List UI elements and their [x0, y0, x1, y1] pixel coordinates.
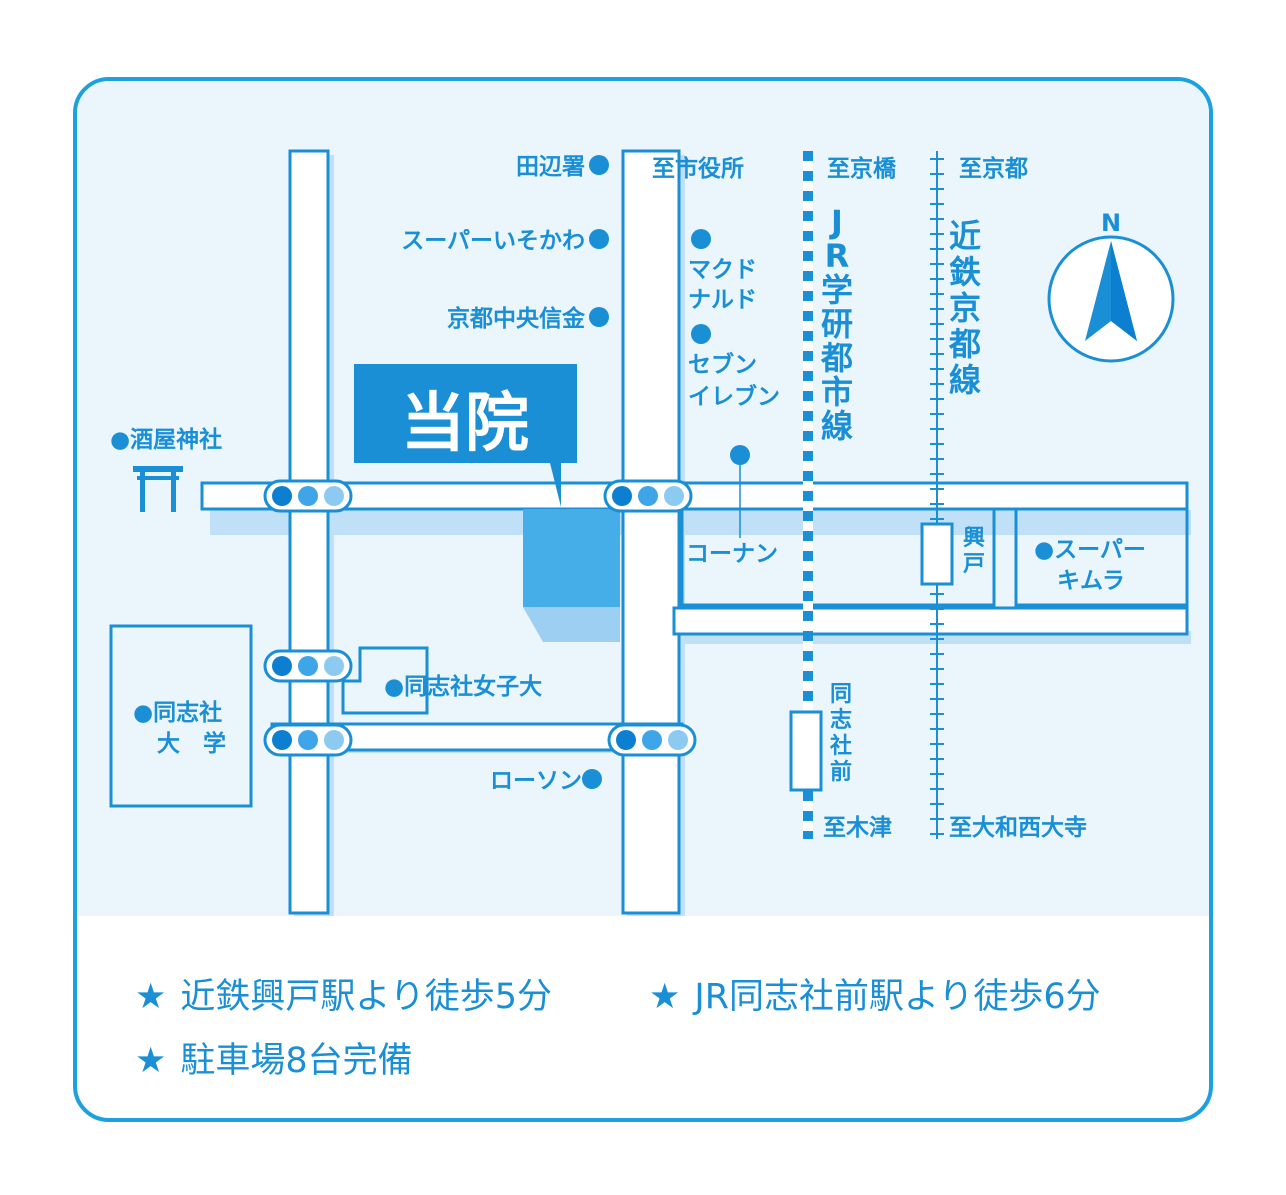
signal-west-main	[263, 479, 353, 513]
kodo-station-char: 戸	[963, 552, 985, 577]
kintetsu-line-char: 線	[949, 361, 981, 399]
label-doshisha-women: ●同志社女子大	[384, 673, 542, 700]
label-to-kizu: 至木津	[823, 814, 892, 841]
block-konan	[680, 507, 996, 607]
clinic-label: 当院	[401, 387, 529, 461]
access-line-2: ★ 駐車場8台完備	[135, 1032, 413, 1083]
kodo-station-name: 興戸	[963, 526, 985, 577]
compass-north: N	[1101, 209, 1121, 237]
block-doshisha	[109, 624, 253, 808]
map-area: 当院	[77, 81, 1209, 916]
road-east	[621, 149, 681, 915]
jr-line-char: 学	[821, 271, 853, 309]
access-line-1: ★ 近鉄興戸駅より徒歩5分	[135, 968, 552, 1019]
doshishamae-station-char: 同	[830, 682, 852, 707]
kintetsu-line-char: 近	[949, 217, 981, 255]
jr-line-char: R	[825, 237, 850, 275]
label-to-kyoto: 至京都	[959, 155, 1028, 182]
doshishamae-station	[789, 710, 823, 792]
map-frame: 当院	[73, 77, 1213, 1122]
access-info: ★ 近鉄興戸駅より徒歩5分 ★ JR同志社前駅より徒歩6分 ★ 駐車場8台完備	[77, 916, 1209, 1118]
signal-east-main	[603, 479, 693, 513]
doshishamae-station-char: 社	[830, 733, 852, 759]
label-to-yamato-saidaiji: 至大和西大寺	[949, 815, 1087, 841]
access-parking: 駐車場8台完備	[180, 1041, 413, 1081]
block-kimura	[1014, 507, 1189, 607]
label-to-kyobashi: 至京橋	[827, 155, 897, 182]
jr-line-char: 線	[821, 407, 853, 445]
road-main	[200, 481, 1189, 511]
signal-west-south	[263, 723, 353, 757]
kintetsu-line	[930, 151, 944, 839]
place-dots	[582, 155, 750, 789]
star-icon: ★	[649, 977, 681, 1017]
label-konan: コーナン	[686, 541, 778, 567]
star-icon: ★	[135, 1041, 167, 1081]
clinic-building-shade	[523, 607, 620, 642]
compass-icon	[1047, 235, 1175, 363]
access-line-1b: ★ JR同志社前駅より徒歩6分	[649, 968, 1101, 1019]
label-seven-2: イレブン	[688, 383, 780, 410]
label-doshisha-univ-1: ●同志社	[133, 699, 222, 726]
torii-icon	[133, 466, 183, 512]
label-sakaya-shrine: ●酒屋神社	[110, 426, 222, 453]
jr-line-char: 市	[821, 373, 853, 411]
kodo-station-char: 興	[963, 526, 985, 551]
star-icon: ★	[135, 977, 167, 1017]
kintetsu-line-char: 鉄	[949, 253, 981, 291]
label-mcdonalds-1: マクド	[688, 257, 757, 283]
label-to-city-hall: 至市役所	[652, 155, 744, 182]
doshishamae-station-char: 志	[830, 708, 852, 733]
jr-line-char: J	[829, 203, 843, 241]
block-women-univ	[341, 646, 429, 715]
signal-east-south	[607, 723, 697, 757]
kintetsu-line-char: 都	[948, 325, 981, 363]
access-map: 当院	[109, 149, 1191, 916]
blocks	[109, 507, 1189, 808]
jr-line-char: 研	[821, 305, 853, 343]
doshishamae-station-name: 同志社前	[830, 682, 852, 785]
label-super-kimura-1: ●スーパー	[1034, 537, 1146, 563]
label-seven-1: セブン	[688, 351, 757, 378]
label-lawson: ローソン	[490, 768, 582, 794]
access-kintetsu: 近鉄興戸駅より徒歩5分	[180, 977, 552, 1017]
label-kyoto-chuo-shinkin: 京都中央信金	[447, 305, 586, 332]
label-doshisha-univ-2: 大 学	[157, 730, 226, 757]
road-west	[288, 149, 330, 915]
jr-line-char: 都	[820, 339, 853, 377]
kintetsu-line-char: 京	[949, 289, 981, 327]
label-tanabe-police: 田辺署	[516, 154, 585, 180]
label-super-kimura-2: キムラ	[1057, 568, 1125, 594]
doshishamae-station-char: 前	[830, 759, 852, 785]
kodo-station	[920, 522, 954, 586]
access-jr: JR同志社前駅より徒歩6分	[694, 977, 1101, 1017]
road-side	[672, 606, 1189, 636]
label-mcdonalds-2: ナルド	[688, 287, 757, 313]
label-super-isokawa: スーパーいそかわ	[401, 228, 585, 254]
signal-west-mid	[263, 649, 353, 683]
clinic-label-box	[354, 364, 577, 507]
clinic-building	[523, 509, 620, 607]
